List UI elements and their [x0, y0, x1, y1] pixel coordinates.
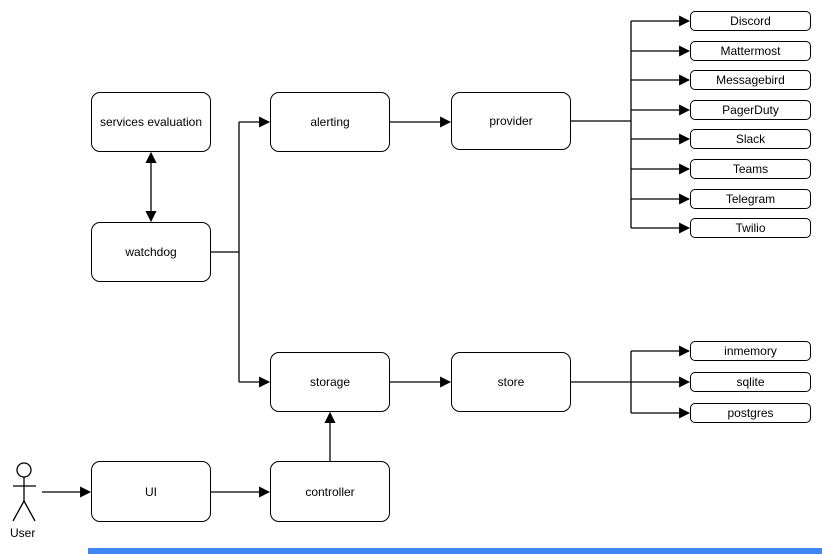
user-label: User: [10, 526, 36, 540]
node-sqlite[interactable]: sqlite: [690, 372, 811, 392]
node-teams[interactable]: Teams: [690, 159, 811, 179]
node-twilio[interactable]: Twilio: [690, 218, 811, 238]
node-alerting[interactable]: alerting: [270, 92, 390, 152]
node-pagerduty[interactable]: PagerDuty: [690, 100, 811, 120]
node-messagebird[interactable]: Messagebird: [690, 70, 811, 90]
node-provider[interactable]: provider: [451, 92, 571, 150]
node-mattermost[interactable]: Mattermost: [690, 41, 811, 61]
user-figure-icon[interactable]: [12, 462, 36, 522]
node-postgres[interactable]: postgres: [690, 403, 811, 423]
node-inmemory[interactable]: inmemory: [690, 341, 811, 361]
bottom-bar: [88, 548, 822, 554]
node-storage[interactable]: storage: [270, 352, 390, 412]
node-slack[interactable]: Slack: [690, 129, 811, 149]
node-store[interactable]: store: [451, 352, 571, 412]
node-telegram[interactable]: Telegram: [690, 189, 811, 209]
node-discord[interactable]: Discord: [690, 11, 811, 31]
node-services-evaluation[interactable]: services evaluation: [91, 92, 211, 152]
node-watchdog[interactable]: watchdog: [91, 222, 211, 282]
node-controller[interactable]: controller: [270, 461, 390, 522]
node-ui[interactable]: UI: [91, 461, 211, 522]
